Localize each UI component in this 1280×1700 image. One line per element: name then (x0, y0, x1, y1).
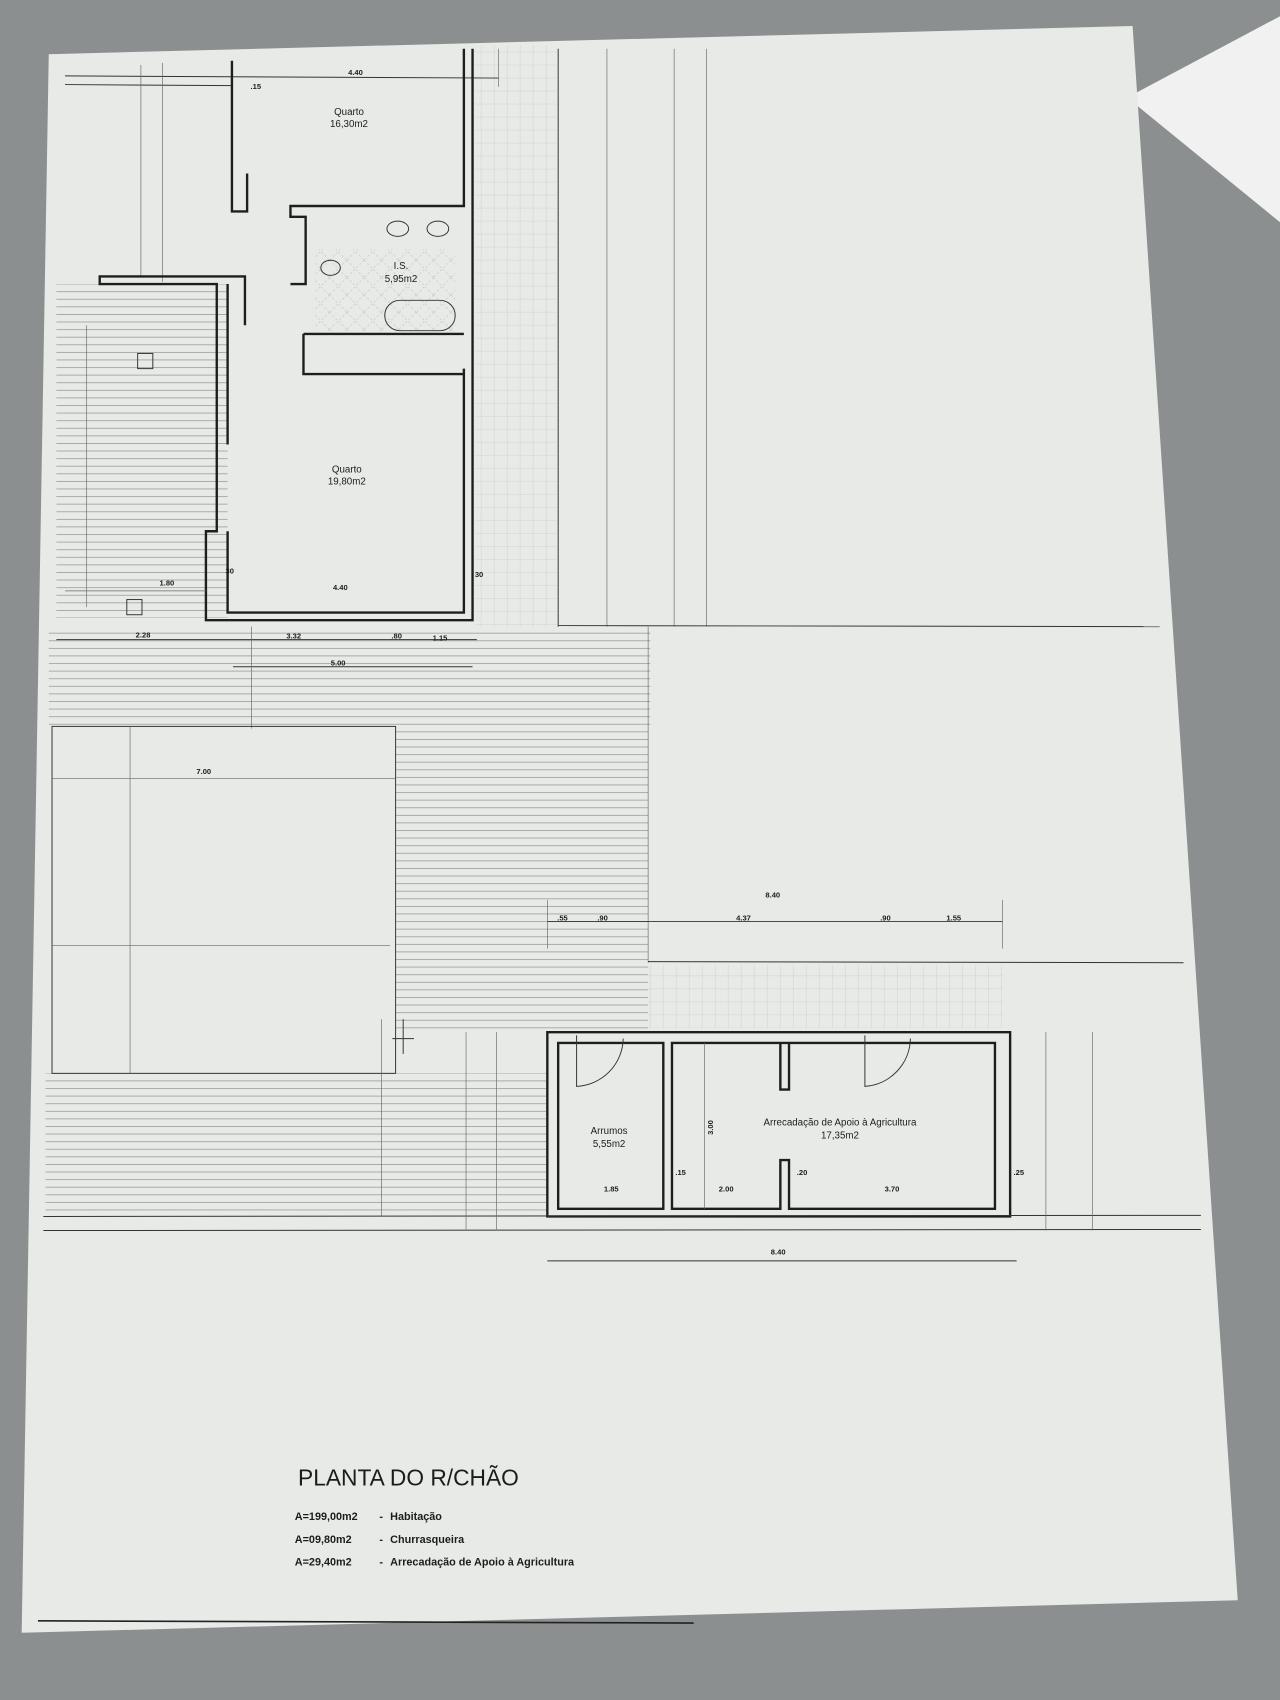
terrace-hatch (48, 626, 651, 727)
dimension-label: 1.55 (946, 913, 961, 922)
dimension-label: 30 (226, 567, 234, 576)
sink-icon (426, 220, 450, 237)
legend-use: Churrasqueira (390, 1534, 465, 1546)
terrace-hatch (45, 1073, 547, 1217)
dimension-label: 3.32 (286, 632, 301, 641)
legend-area: A=09,80m2 (295, 1534, 352, 1546)
bathroom-tiles (314, 249, 456, 337)
sink-icon (386, 220, 410, 237)
dimension-label: 4.37 (736, 913, 751, 922)
dimension-label: 5.00 (331, 659, 346, 668)
house-wall (302, 332, 464, 376)
door-swing (576, 1035, 624, 1087)
terrace-hatch (56, 284, 228, 618)
dimension-label: .25 (1014, 1168, 1025, 1177)
dimension-label: 8.40 (765, 891, 780, 900)
legend-sep: - (379, 1557, 383, 1569)
house-wall (230, 60, 249, 213)
annex-wall (556, 1041, 665, 1211)
tile-strip (474, 45, 558, 627)
room-name: Quarto (334, 107, 364, 118)
terrace-hatch (395, 726, 649, 1033)
legend-sep: - (379, 1511, 383, 1523)
room-area: 19,80m2 (328, 477, 366, 488)
north-arrow-icon (392, 1019, 415, 1054)
dimension-label: .20 (797, 1168, 808, 1177)
legend-use: Arrecadação de Apoio à Agricultura (390, 1557, 575, 1569)
dimension-label: 7.00 (196, 767, 211, 776)
dimension-label: .80 (391, 632, 402, 641)
dimension-label: 4.40 (333, 583, 348, 592)
second-paper-corner (1127, 16, 1280, 223)
house-wall (98, 48, 474, 622)
house-wall (226, 284, 466, 614)
column (126, 599, 143, 616)
house-wall (289, 48, 466, 286)
dimension-label: 2.00 (719, 1185, 734, 1194)
dimension-label: .15 (675, 1168, 686, 1177)
room-name: Quarto (332, 465, 362, 476)
room-area: 5,55m2 (593, 1139, 626, 1150)
dimension-label: 1.80 (160, 578, 175, 587)
annex-wall (546, 1030, 1012, 1218)
dimension-label: 1.15 (433, 634, 448, 643)
door-swing (864, 1035, 911, 1087)
bottom-rule (37, 1620, 694, 1624)
dimension-label: 4.40 (348, 68, 363, 77)
legend-sep: - (379, 1534, 383, 1546)
drawing-title: PLANTA DO R/CHÃO (298, 1464, 519, 1490)
dimension-label: .15 (251, 82, 262, 91)
column (137, 352, 154, 370)
legend-area: A=29,40m2 (295, 1557, 352, 1569)
toilet-icon (320, 259, 341, 276)
dimension-label: 2.28 (136, 630, 151, 639)
dimension-label: 8.40 (771, 1247, 786, 1256)
dimension-label: 3.70 (885, 1185, 900, 1194)
dimension-label: 30 (475, 570, 483, 579)
dimension-label: .55 (557, 913, 568, 922)
dimension-label: .90 (597, 913, 608, 922)
room-name: Arrumos (591, 1126, 628, 1137)
bathtub (384, 299, 456, 332)
room-area: 16,30m2 (330, 119, 368, 130)
room-name: I.S. (394, 261, 409, 272)
tile-strip (648, 964, 1003, 1028)
annex-wall (670, 1041, 997, 1211)
legend-area: A=199,00m2 (295, 1511, 358, 1523)
room-name: Arrecadação de Apoio à Agricultura (764, 1117, 917, 1128)
room-area: 5,95m2 (385, 274, 418, 285)
dimension-label: .90 (880, 913, 891, 922)
dimension-label: 3.00 (706, 1120, 715, 1135)
legend-use: Habitação (390, 1511, 442, 1523)
annex-block (51, 725, 397, 1074)
dimension-label: 1.85 (604, 1185, 619, 1194)
room-area: 17,35m2 (821, 1130, 859, 1141)
